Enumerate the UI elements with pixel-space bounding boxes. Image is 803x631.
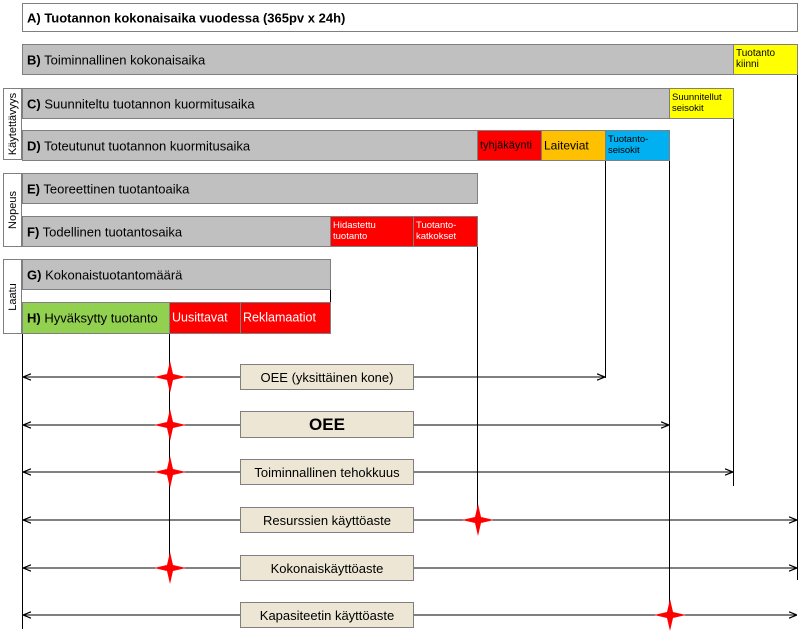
bar-f-actual-production-time: F) Todellinen tuotantosaika: [22, 216, 331, 247]
bar-b-operational-total-time: B) Toiminnallinen kokonaisaika: [22, 44, 734, 75]
metric-operational-efficiency: Toiminnallinen tehokkuus: [240, 459, 414, 485]
side-label-availability: Käytettävyys: [3, 88, 22, 160]
star-icon: [154, 456, 186, 488]
bar-h-accepted-production: H) Hyväksytty tuotanto: [22, 302, 170, 334]
bar-b-production-closed: Tuotanto kiinni: [733, 44, 798, 75]
bar-f-slowed-production: Hidastettu tuotanto: [330, 216, 414, 247]
bar-h-rework: Uusittavat: [169, 302, 241, 334]
star-icon: [154, 552, 186, 584]
bar-d-production-stops: Tuotanto-seisokit: [605, 130, 670, 161]
star-icon: [154, 409, 186, 441]
star-icon: [654, 599, 686, 631]
bar-d-equipment-failures: Laiteviat: [541, 130, 606, 161]
metric-total-utilization: Kokonaiskäyttöaste: [240, 555, 414, 581]
metric-capacity-utilization: Kapasiteetin käyttöaste: [240, 602, 414, 628]
bar-a-label: A) Tuotannon kokonaisaika vuodessa (365p…: [27, 10, 346, 25]
bar-d-idle: tyhjäkäynti: [477, 130, 542, 161]
bar-a-total-time: A) Tuotannon kokonaisaika vuodessa (365p…: [22, 3, 798, 32]
bar-h-complaints: Reklamaatiot: [240, 302, 331, 334]
bar-c-planned-load-time: C) Suunniteltu tuotannon kuormitusaika: [22, 88, 670, 119]
bar-g-total-production-quantity: G) Kokonaistuotantomäärä: [22, 259, 331, 290]
bar-e-theoretical-production-time: E) Teoreettinen tuotantoaika: [22, 173, 478, 204]
metric-oee: OEE: [240, 411, 414, 438]
star-icon: [154, 361, 186, 393]
star-icon: [462, 504, 494, 536]
bar-c-planned-stops: Suunnitellut seisokit: [669, 88, 734, 119]
bar-f-production-interruptions: Tuotanto-katkokset: [413, 216, 478, 247]
metric-resource-utilization: Resurssien käyttöaste: [240, 507, 414, 533]
side-label-speed: Nopeus: [3, 173, 22, 247]
side-label-quality: Laatu: [3, 259, 22, 334]
metric-oee-single-machine: OEE (yksittäinen kone): [240, 364, 414, 390]
